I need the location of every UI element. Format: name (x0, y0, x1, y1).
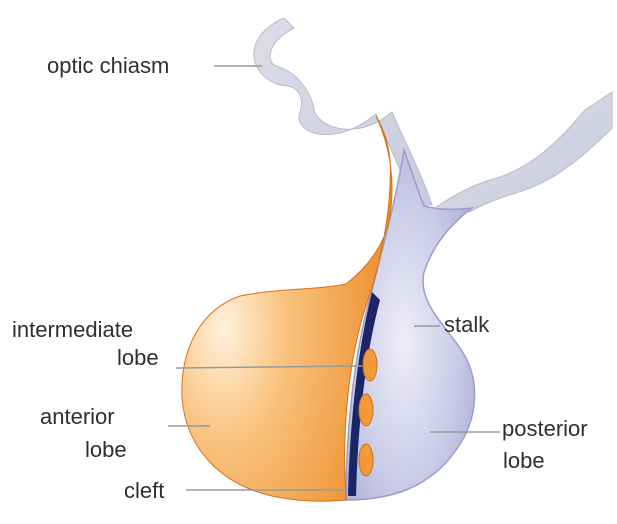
hypothalamic-tract (432, 92, 612, 212)
label-anterior-lobe-line1: anterior (40, 405, 115, 429)
intermediate-lobe-oval-3 (359, 444, 373, 476)
label-intermediate-lobe-line2: lobe (117, 346, 159, 370)
intermediate-lobe-oval-1 (363, 349, 377, 381)
label-posterior-lobe-line2: lobe (503, 449, 545, 473)
intermediate-lobe-oval-2 (359, 394, 373, 426)
label-anterior-lobe-line2: lobe (85, 438, 127, 462)
label-intermediate-lobe-line1: intermediate (12, 318, 133, 342)
label-optic-chiasm: optic chiasm (47, 54, 169, 78)
label-stalk: stalk (444, 313, 489, 337)
label-cleft: cleft (124, 479, 164, 503)
label-posterior-lobe-line1: posterior (502, 417, 588, 441)
